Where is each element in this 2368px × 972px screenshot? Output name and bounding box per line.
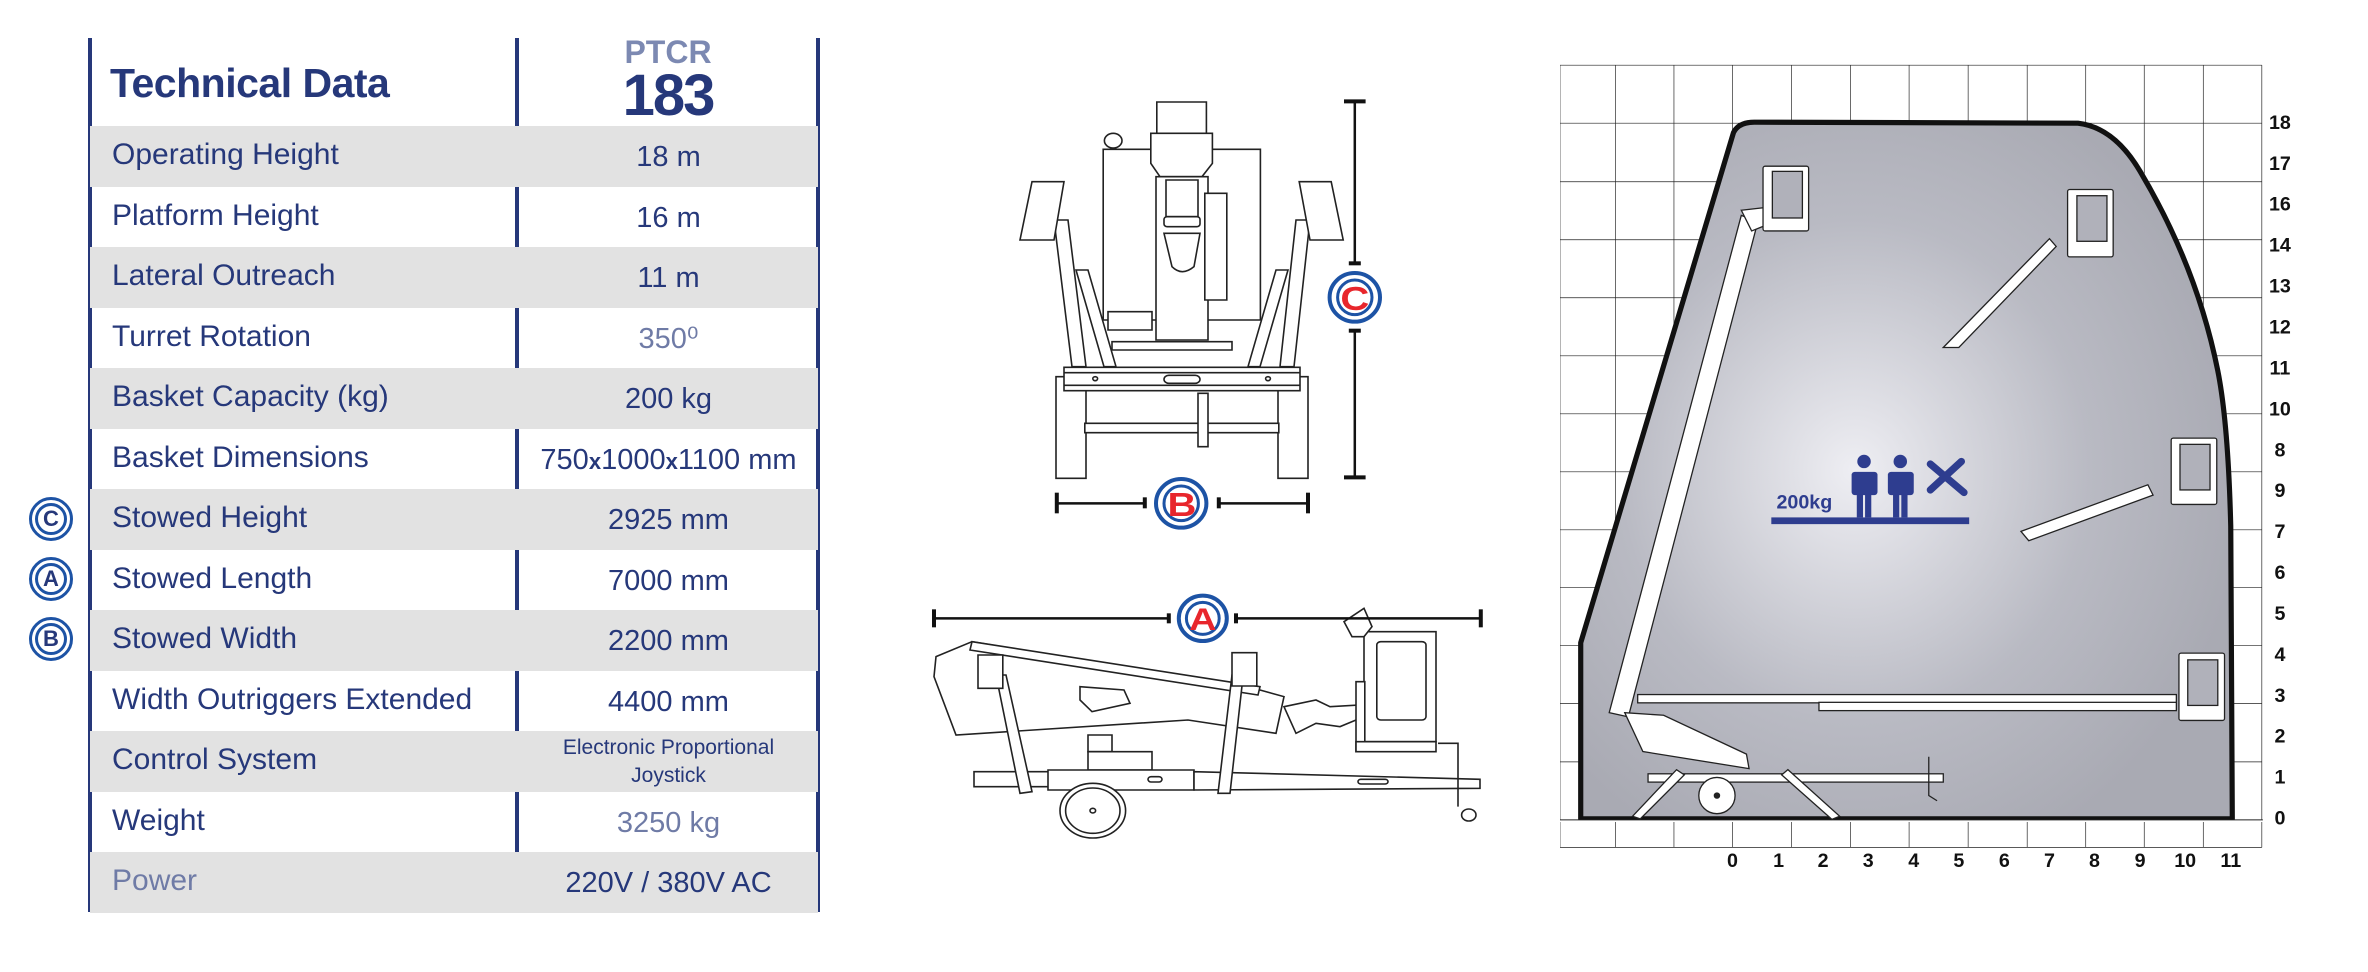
- y-axis-tick-label: 9: [2274, 480, 2285, 502]
- y-axis-tick-label: 16: [2269, 194, 2291, 216]
- technical-data-table: Technical Data PTCR 183 Operating Height…: [88, 34, 820, 913]
- table-border-right: [816, 38, 820, 912]
- y-axis-tick-label: 17: [2269, 153, 2291, 175]
- spec-label: Stowed Width: [112, 622, 298, 655]
- table-row: Stowed Width 2200 mm: [90, 610, 818, 671]
- spec-value: 350⁰: [638, 322, 699, 355]
- marker-a-icon: A: [29, 557, 73, 601]
- dimension-c-label: C: [1340, 280, 1369, 317]
- spec-label: Platform Height: [112, 198, 319, 232]
- y-axis-tick-label: 8: [2274, 439, 2285, 461]
- table-divider: [515, 38, 519, 912]
- x-axis-tick-label: 3: [1863, 850, 1874, 872]
- y-axis-tick-label: 18: [2269, 112, 2291, 134]
- front-view-drawing: C B: [900, 80, 1520, 540]
- spec-label: Turret Rotation: [112, 319, 311, 353]
- load-label: 200kg: [1777, 492, 1833, 514]
- y-axis-tick-label: 6: [2274, 562, 2285, 584]
- x-axis-tick-label: 9: [2135, 850, 2146, 872]
- spec-label: Width Outriggers Extended: [112, 682, 473, 716]
- table-row: Weight 3250 kg: [90, 792, 818, 853]
- x-axis-tick-label: 2: [1818, 850, 1829, 872]
- spec-value: 220V / 380V AC: [565, 867, 772, 899]
- y-axis-tick-label: 11: [2270, 357, 2291, 379]
- spec-label: Lateral Outreach: [112, 259, 336, 292]
- spec-label: Basket Capacity (kg): [112, 380, 389, 413]
- worker-icon: [1851, 454, 1878, 518]
- spec-value: 750x1000x1100 mm: [540, 443, 797, 476]
- model-prefix: PTCR: [624, 34, 712, 70]
- spec-value: 2925 mm: [608, 504, 729, 536]
- y-axis-tick-label: 2: [2274, 726, 2285, 748]
- spec-value: 7000 mm: [608, 564, 729, 597]
- worker-icon: [1887, 454, 1914, 518]
- dimension-a-label: A: [1189, 602, 1216, 637]
- x-axis-tick-label: 0: [1727, 850, 1738, 872]
- spec-label: Power: [112, 864, 198, 897]
- table-row: Turret Rotation 350⁰: [90, 308, 818, 369]
- spec-value: 16 m: [636, 201, 701, 234]
- marker-c-icon: C: [29, 497, 73, 541]
- spec-value: 4400 mm: [608, 685, 729, 718]
- spec-label: Stowed Length: [112, 561, 313, 595]
- table-row: Stowed Height 2925 mm: [90, 489, 818, 550]
- spec-value: 3250 kg: [616, 806, 721, 839]
- marker-b-icon: B: [29, 617, 73, 661]
- table-row: Platform Height 16 m: [90, 187, 818, 248]
- table-border-left: [88, 38, 92, 912]
- table-row: Basket Dimensions 750x1000x1100 mm: [90, 429, 818, 490]
- model-number: 183: [622, 63, 716, 128]
- dimension-a-badge: A: [1179, 596, 1227, 641]
- table-row: Control System Electronic Proportional Jo…: [90, 731, 818, 792]
- dimension-b-badge: B: [1156, 479, 1206, 528]
- spec-label: Basket Dimensions: [112, 440, 369, 474]
- y-axis-tick-label: 7: [2274, 521, 2285, 543]
- x-axis-tick-label: 10: [2174, 850, 2196, 872]
- x-axis-tick-label: 6: [1999, 850, 2010, 872]
- spec-value: 200 kg: [624, 383, 713, 415]
- tools-icon: [1926, 457, 1968, 497]
- y-axis-tick-label: 3: [2274, 685, 2285, 707]
- spec-label: Operating Height: [112, 138, 339, 171]
- y-axis-tick-label: 4: [2274, 644, 2285, 666]
- x-axis-tick-label: 7: [2044, 850, 2055, 872]
- spec-label: Control System: [112, 743, 318, 776]
- load-capacity-icon: 200kg: [1771, 454, 1970, 525]
- side-view-drawing: A: [900, 580, 1520, 880]
- x-axis-tick-label: 4: [1908, 850, 1919, 872]
- working-envelope: [1578, 119, 2235, 822]
- x-axis-tick-label: 5: [1953, 850, 1964, 872]
- y-axis-tick-label: 12: [2269, 317, 2291, 339]
- table-row: Power 220V / 380V AC: [90, 852, 818, 913]
- y-axis-tick-label: 14: [2269, 235, 2291, 257]
- table-row: Lateral Outreach 11 m: [90, 247, 818, 308]
- table-row: Width Outriggers Extended 4400 mm: [90, 671, 818, 732]
- boom-positions: [1608, 165, 2226, 821]
- spec-value: Electronic Proportional Joystick: [562, 736, 775, 787]
- table-row: Operating Height 18 m: [90, 126, 818, 187]
- y-axis-tick-label: 5: [2274, 603, 2285, 625]
- spec-value: 2200 mm: [608, 625, 729, 657]
- dimension-b-label: B: [1168, 486, 1197, 523]
- y-axis-tick-label: 0: [2274, 808, 2285, 830]
- table-title: Technical Data: [110, 60, 390, 106]
- spec-label: Weight: [112, 803, 205, 837]
- x-axis-tick-label: 11: [2220, 850, 2241, 872]
- y-axis-tick-label: 1: [2274, 767, 2285, 789]
- y-axis-tick-label: 13: [2269, 276, 2291, 298]
- spec-value: 18 m: [636, 141, 701, 173]
- dimension-c-badge: C: [1330, 273, 1380, 322]
- x-axis-tick-label: 8: [2089, 850, 2100, 872]
- table-row: Basket Capacity (kg) 200 kg: [90, 368, 818, 429]
- table-row: Stowed Length 7000 mm: [90, 550, 818, 611]
- x-axis-tick-label: 1: [1773, 850, 1784, 872]
- spec-label: Stowed Height: [112, 501, 308, 534]
- spec-value: 11 m: [637, 262, 700, 294]
- y-axis-tick-label: 10: [2269, 398, 2291, 420]
